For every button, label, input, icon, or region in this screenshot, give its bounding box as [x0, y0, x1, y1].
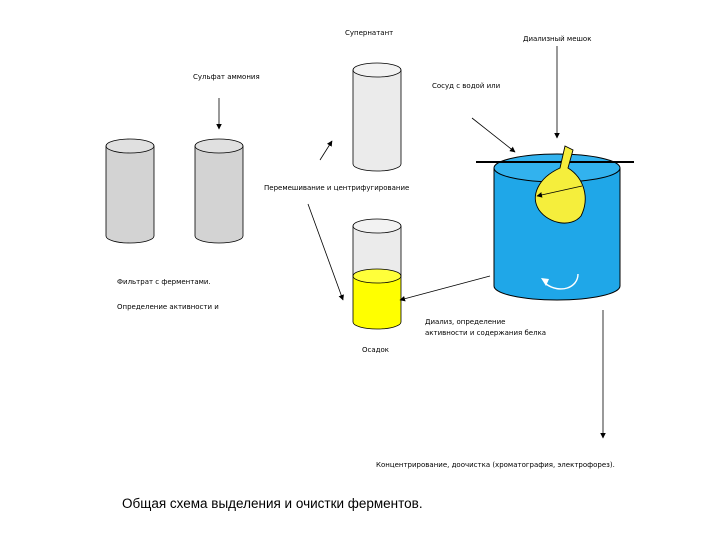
label-ammonium-sulfate: Сульфат аммония [193, 73, 260, 81]
stirring-arrow-head [541, 278, 549, 286]
label-concentration: Концентрирование, доочистка (хроматограф… [376, 461, 615, 469]
label-precipitate: Осадок [362, 346, 389, 354]
supernatant-tube-top [352, 62, 402, 78]
precipitate-liquid [352, 275, 402, 330]
sulfate-tube-top [194, 138, 244, 154]
dialysis-vessel [476, 145, 634, 301]
slide-caption: Общая схема выделения и очистки ферменто… [122, 496, 423, 511]
stirring-arrow [545, 273, 579, 290]
sulfate-tube [194, 138, 244, 244]
label-mixing: Перемешивание и центрифугирование [264, 184, 409, 192]
label-dialysis-2: активности и содержания белка [425, 329, 546, 337]
label-supernatant: Супернатант [345, 29, 393, 37]
label-dialysis-bag: Диализный мешок [523, 35, 591, 43]
precipitate-tube-top [352, 218, 402, 234]
precipitate-tube [352, 218, 402, 330]
label-dialysis-1: Диализ, определение [425, 318, 505, 326]
supernatant-tube-body [352, 69, 402, 172]
bag-to-vessel-arrow [536, 185, 583, 198]
to-precipitate-arrow [307, 203, 344, 301]
supernatant-tube [352, 62, 402, 172]
label-filtrate: Фильтрат с ферментами. [117, 278, 211, 286]
vessel-body [493, 167, 621, 301]
to-supernatant-arrow [319, 140, 333, 161]
label-activity: Определение активности и [117, 303, 219, 311]
filtrate-tube-top [105, 138, 155, 154]
dialysis-bag [534, 145, 586, 224]
sulfate-tube-body [194, 145, 244, 244]
label-vessel: Сосуд с водой или [432, 82, 500, 90]
filtrate-tube-body [105, 145, 155, 244]
filtrate-tube [105, 138, 155, 244]
precipitate-tube-upper [352, 225, 402, 277]
dialysis-arrow [399, 275, 491, 302]
vessel-arrow [471, 117, 516, 153]
precipitate-liquid-surface [352, 268, 402, 284]
